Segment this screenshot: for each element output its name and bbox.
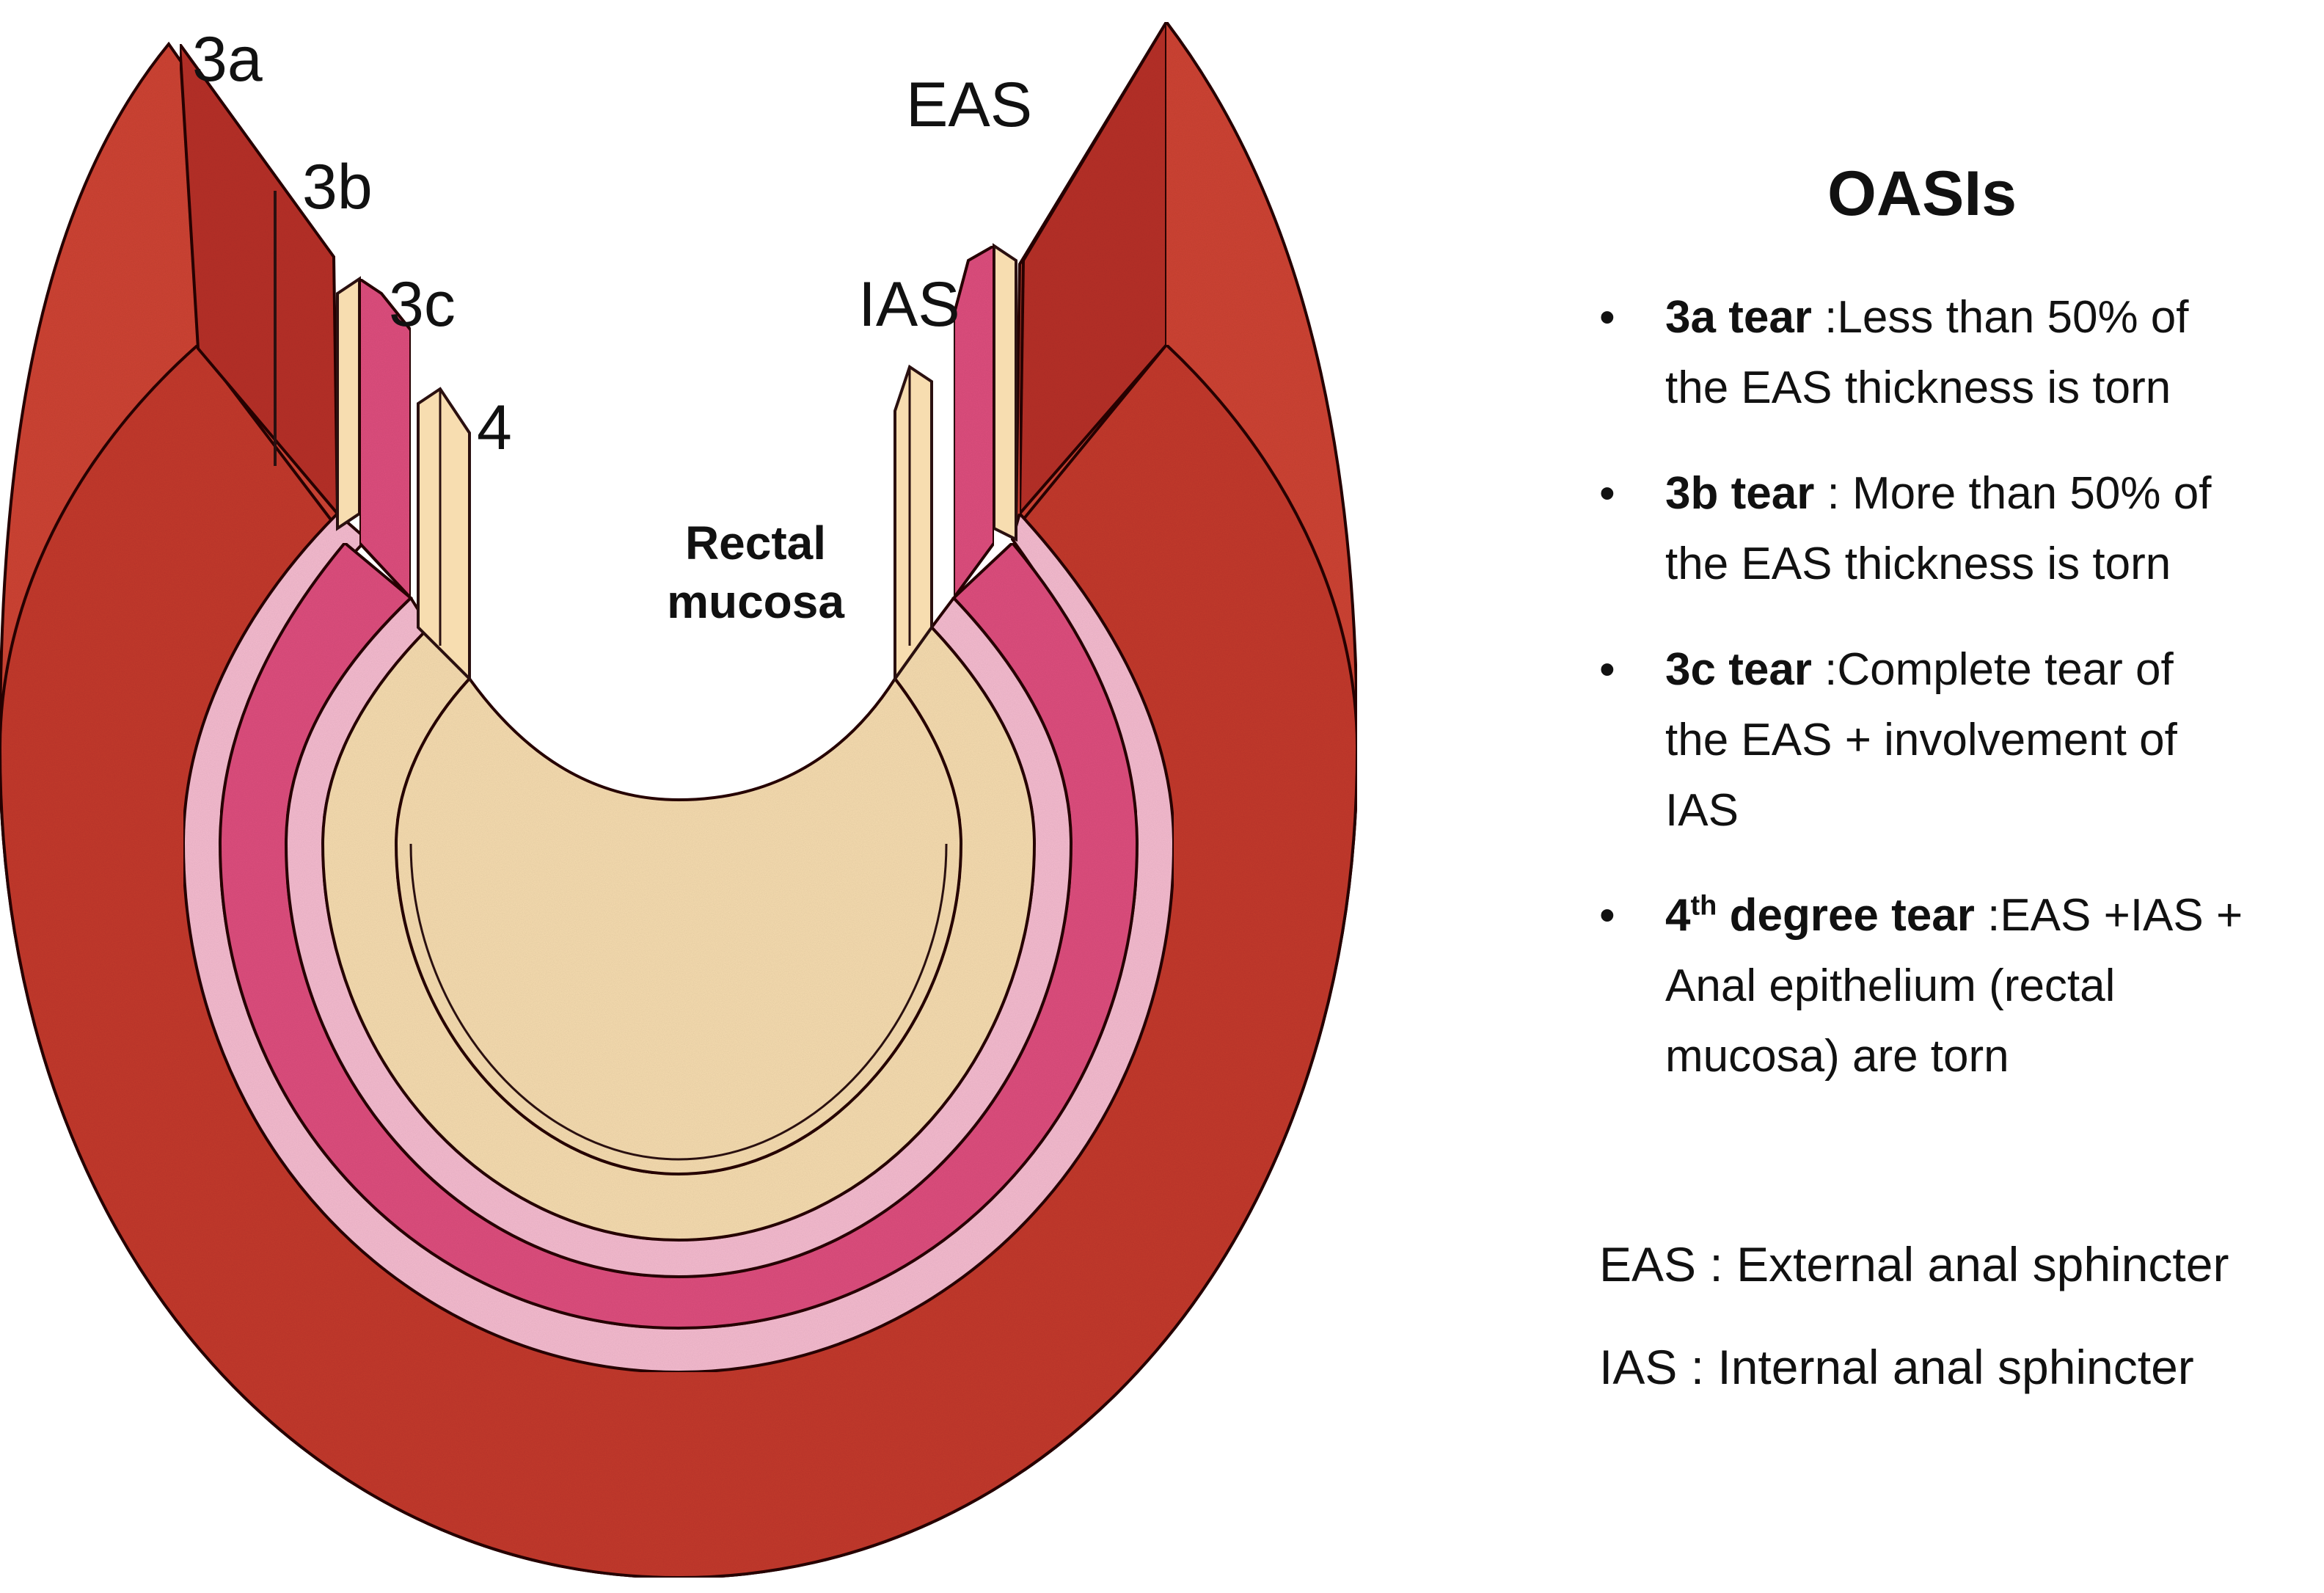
bullet-desc: Complete tear of <box>1837 644 2174 695</box>
bullet-dot: • <box>1599 292 1615 343</box>
bullet-term: 3c tear <box>1665 644 1812 695</box>
bullet-desc: IAS <box>1665 785 1739 836</box>
lumen-bowl <box>394 676 963 1176</box>
bullet-term: 4 <box>1665 890 1691 941</box>
abbr-ias: IAS : Internal anal sphincter <box>1599 1340 2194 1394</box>
label-ias: IAS <box>858 269 960 340</box>
strip-3c-pink-right <box>952 243 995 603</box>
label-3b: 3b <box>302 152 373 222</box>
label-rectal-mucosa: Rectal mucosa <box>616 514 895 631</box>
panel-title: OASIs <box>1827 158 2017 229</box>
bullet-sep: : <box>1974 890 2000 941</box>
bullet-desc: EAS +IAS + <box>2000 890 2243 941</box>
strip-4-right <box>894 364 933 684</box>
strip-4-left <box>417 387 471 682</box>
bullet-sep: : <box>1811 644 1838 695</box>
oasis-panel: OASIs • 3a tear :Less than 50% of the EA… <box>1599 0 2303 1593</box>
abbr-eas: EAS : External anal sphincter <box>1599 1237 2229 1291</box>
bullet-desc: the EAS + involvement of <box>1665 715 2177 766</box>
sphincter-diagram: 3a 3b 3c 4 EAS IAS Rectal mucosa <box>0 16 1359 1580</box>
label-mucosa: mucosa <box>667 575 844 628</box>
sphincter-illustration <box>0 16 1359 1580</box>
label-rectal: Rectal <box>684 517 827 569</box>
label-3c: 3c <box>389 269 456 340</box>
bullet-sep: : <box>1811 292 1838 343</box>
strip-3c-pink-left <box>358 276 412 602</box>
bullet-desc: the EAS thickness is torn <box>1665 539 2171 590</box>
bullet-desc: More than 50% of <box>1852 468 2212 519</box>
bullet-term: 3b tear <box>1665 468 1815 519</box>
label-3a: 3a <box>192 24 263 95</box>
bullet-desc: Less than 50% of <box>1837 292 2189 343</box>
bullet-dot: • <box>1599 890 1615 941</box>
bullet-desc: Anal epithelium (rectal <box>1665 960 2116 1012</box>
bullet-dot: • <box>1599 468 1615 519</box>
bullet-term: 3a tear <box>1665 292 1812 343</box>
bullet-dot: • <box>1599 644 1615 695</box>
bullet-term-sup: th <box>1690 890 1717 922</box>
label-eas: EAS <box>906 70 1033 140</box>
label-4: 4 <box>477 393 512 463</box>
bullet-desc: the EAS thickness is torn <box>1665 362 2171 414</box>
bullet-sep: : <box>1814 468 1853 519</box>
bullet-term-rest: degree tear <box>1717 890 1975 941</box>
strip-3c-right <box>993 243 1017 542</box>
strip-3c-left <box>336 276 361 531</box>
bullet-desc: mucosa) are torn <box>1665 1031 2009 1082</box>
